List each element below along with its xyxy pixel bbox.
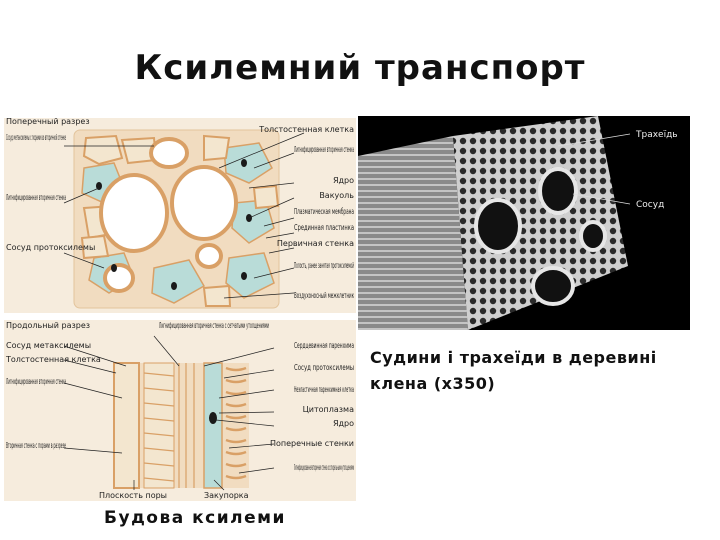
cs-label-nucleus: Ядро [333,176,354,185]
ls-heading: Продольный разрез [6,321,90,330]
ls-label-secondary-pores: Вторичная стенка с порами в разрезе [6,441,66,450]
ls-label-pore-plane: Плоскость поры [99,491,167,500]
micrograph-caption: Судини і трахеїди в деревині клена (х350… [370,348,657,393]
micro-label-vessel: Сосуд [636,200,664,210]
maple-wood-micrograph: Трахеїдь Сосуд [358,116,690,330]
xylem-diagram-svg: Поперечный разрез [4,117,356,501]
slide-title: Ксилемний транспорт [134,48,586,88]
cs-label-lignified-secondary: Лигнифицированная вторичная стенка [294,145,354,154]
cs-label-cavity: Полость, ранее занятая протоксилемой [294,261,354,270]
cs-label-vacuole: Вакуоль [319,191,354,200]
ls-label-plug: Закупорка [204,491,249,500]
ls-label-parenchyma-cell: Неэластичная паренхимная клетка [294,385,354,394]
cs-label-primary-wall: Первичная стенка [277,239,354,248]
diagram-caption: Будова ксилеми [104,508,286,528]
cs-label-metaxylem-vessel: Сосуд метаксилемы с порами во вторичной … [6,133,66,142]
ls-label-cross-walls: Поперечные стенки [270,439,354,448]
ls-label-thick-cell: Толстостенная клетка [5,355,101,364]
cs-label-plasma-membrane: Плазматическая мембрана [294,207,354,216]
ls-label-top: Лигнифицированная вторичная стенка с сет… [159,321,269,330]
cs-label-lignified-wall: Лигнифицированная вторичная стенка [6,193,66,202]
xylem-structure-diagram: Поперечный разрез [4,108,356,501]
cross-section-heading: Поперечный разрез [6,117,90,126]
cross-section-panel: Поперечный разрез [4,117,356,313]
ls-label-pith-parenchyma: Сердцевинная паренхима [294,341,354,350]
ls-label-lignified-wall: Лигнифицированная вторичная стенка [6,377,66,386]
cs-label-middle-lamella: Срединная пластинка [294,223,354,232]
cs-label-protoxylem-vessel: Сосуд протоксилемы [6,243,95,252]
micro-label-tracheid: Трахеїдь [635,130,678,140]
cs-label-thick-cell: Толстостенная клетка [258,125,354,134]
ls-label-nucleus: Ядро [333,419,354,428]
ls-label-protoxylem: Сосуд протоксилемы [294,363,354,372]
ls-label-metaxylem: Сосуд метаксилемы [6,341,91,350]
ls-label-cytoplasm: Цитоплазма [303,405,355,414]
ls-label-spiral-wall: Лигнифицированная вторичная стенка со сп… [294,463,354,472]
cs-label-air-space: Воздухоносный межклетник [294,291,354,300]
longitudinal-section-panel: Продольный разрез Лигнифицированная втор… [4,320,356,501]
micrograph-svg: Трахеїдь Сосуд [358,116,690,330]
